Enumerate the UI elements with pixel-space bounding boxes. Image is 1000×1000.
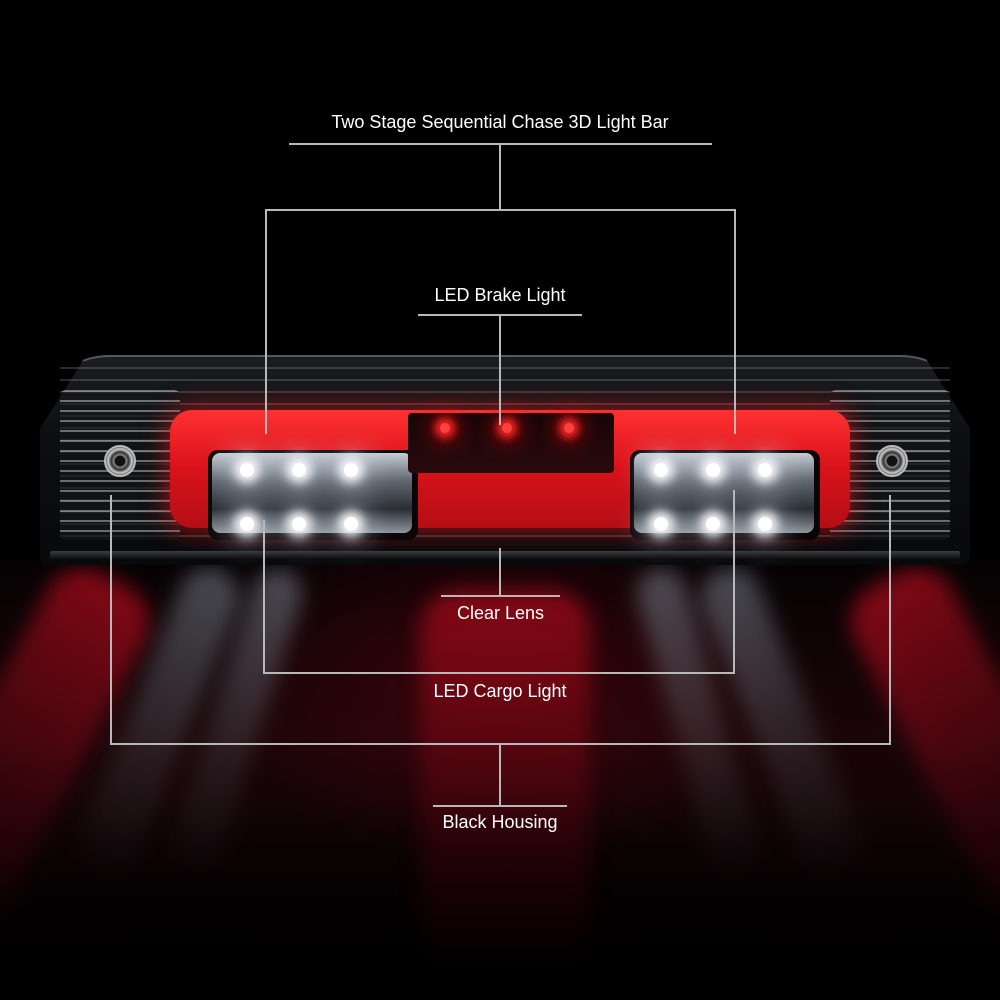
brake-led-3 xyxy=(564,423,574,433)
cargo-led-left-1 xyxy=(240,463,254,477)
cargo-led-right-3 xyxy=(758,463,772,477)
label-black-housing: Black Housing xyxy=(442,812,558,832)
brake-light-stem xyxy=(499,315,501,425)
third-brake-light-bar xyxy=(40,355,970,565)
red-reflection-right xyxy=(836,554,1000,959)
left-mount-screw-icon xyxy=(104,445,136,477)
cargo-led-left-6 xyxy=(344,517,358,531)
brake-led-2 xyxy=(502,423,512,433)
cargo-led-right-5 xyxy=(706,517,720,531)
light-bar-bracket-right xyxy=(734,209,736,434)
cargo-led-left-2 xyxy=(292,463,306,477)
cargo-led-left-4 xyxy=(240,517,254,531)
light-bar-stem xyxy=(499,144,501,210)
label-clear-lens: Clear Lens xyxy=(456,603,545,623)
housing-bracket-right xyxy=(889,495,891,745)
housing-bottom-edge xyxy=(50,551,960,559)
brake-led-1 xyxy=(440,423,450,433)
label-cargo-light: LED Cargo Light xyxy=(433,681,567,701)
housing-overline xyxy=(433,805,567,807)
red-reflection-center xyxy=(420,590,590,970)
cargo-led-left-3 xyxy=(344,463,358,477)
cargo-bracket-left xyxy=(263,520,265,674)
housing-bracket-left xyxy=(110,495,112,745)
clear-lens-overline xyxy=(441,595,560,597)
light-bar-bracket-left xyxy=(265,209,267,434)
cargo-bracket-bottom xyxy=(263,672,735,674)
cargo-led-right-6 xyxy=(758,517,772,531)
cargo-led-right-1 xyxy=(654,463,668,477)
clear-lens-stem xyxy=(499,548,501,596)
right-mount-screw-icon xyxy=(876,445,908,477)
label-brake-light: LED Brake Light xyxy=(434,285,566,305)
light-bar-bracket-top xyxy=(265,209,736,211)
housing-stem xyxy=(499,744,501,806)
cargo-led-left-5 xyxy=(292,517,306,531)
label-light-bar: Two Stage Sequential Chase 3D Light Bar xyxy=(331,112,669,132)
cargo-led-right-2 xyxy=(706,463,720,477)
brake-light-housing xyxy=(408,413,614,473)
cargo-bracket-right xyxy=(733,490,735,674)
cargo-led-right-4 xyxy=(654,517,668,531)
